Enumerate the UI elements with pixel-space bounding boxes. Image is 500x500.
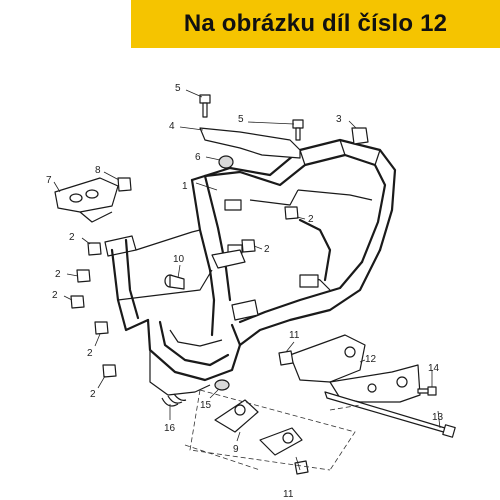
callout-15: 15 (200, 400, 212, 411)
callout-16: 16 (164, 423, 176, 434)
main-frame (104, 138, 397, 396)
nut-11-lower (294, 460, 309, 475)
callout-11-lower: 11 (283, 489, 294, 500)
callout-8: 8 (95, 165, 101, 176)
callout-numbers: 1 2 2 2 2 2 2 2 2 3 4 5 5 6 7 8 9 10 11 … (46, 83, 444, 500)
damper-6 (218, 155, 234, 169)
assembly-guides (184, 389, 361, 471)
callout-2e: 2 (52, 290, 58, 301)
bolt-5-right (292, 119, 304, 141)
clamp-16 (161, 393, 187, 407)
bolt-14 (417, 386, 437, 396)
banner-text: Na obrázku díl číslo 12 (183, 10, 448, 37)
callout-12: 12 (365, 354, 377, 365)
long-bolt-13 (324, 391, 456, 438)
callout-2g: 2 (90, 389, 96, 400)
nut-3 (351, 127, 369, 145)
callout-2f: 2 (87, 348, 93, 359)
callout-9: 9 (233, 444, 239, 455)
callout-4: 4 (169, 121, 175, 132)
callout-2b: 2 (264, 244, 270, 255)
callout-10: 10 (173, 254, 185, 265)
clip-nuts-2 (70, 206, 299, 378)
callout-1: 1 (182, 181, 188, 192)
bolt-10 (164, 274, 185, 290)
engine-link-9 (214, 399, 303, 456)
stay-bracket-4 (199, 127, 301, 159)
callout-7: 7 (46, 175, 52, 186)
callout-3: 3 (336, 114, 342, 125)
collar-15 (214, 379, 230, 391)
callout-2c: 2 (69, 232, 75, 243)
callout-5a: 5 (175, 83, 181, 94)
cover-7 (54, 177, 119, 223)
part-highlight-banner: Na obrázku díl číslo 12 (131, 0, 500, 48)
callout-6: 6 (195, 152, 201, 163)
leader-lines (53, 89, 441, 471)
engine-bracket-12 (289, 334, 421, 403)
callout-14: 14 (428, 363, 440, 374)
callout-11-upper: 11 (289, 330, 300, 341)
clip-8 (117, 177, 132, 192)
nut-11-upper (278, 350, 294, 366)
callout-13: 13 (432, 412, 444, 423)
callout-5b: 5 (238, 114, 244, 125)
callout-2d: 2 (55, 269, 61, 280)
callout-2a: 2 (308, 214, 314, 225)
bolt-5-left (199, 94, 211, 118)
